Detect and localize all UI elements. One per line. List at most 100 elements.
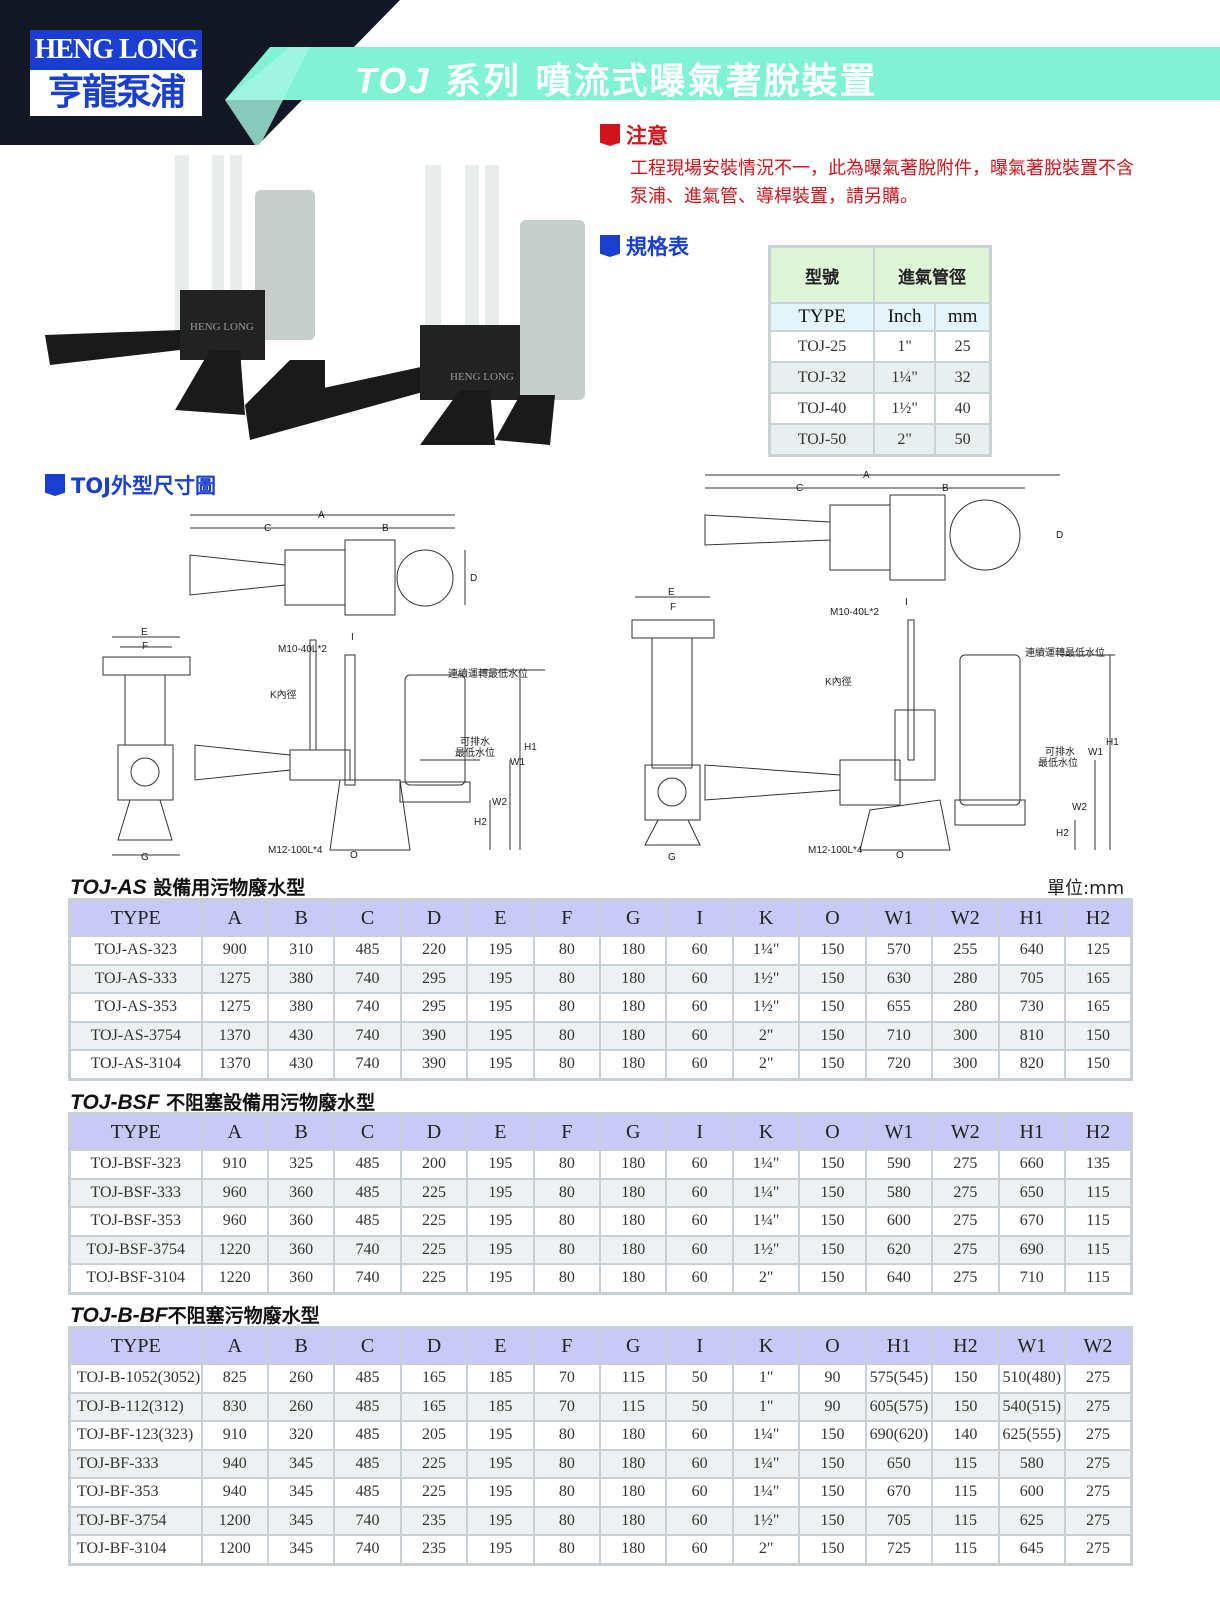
cell: 2": [872, 423, 937, 457]
value-cell: 180: [599, 1477, 668, 1508]
type-cell: TOJ-AS-323: [68, 935, 203, 966]
value-cell: 80: [532, 1448, 602, 1479]
column-header: H2: [1063, 898, 1133, 937]
value-cell: 195: [466, 1448, 535, 1479]
value-cell: 275: [1063, 1420, 1133, 1451]
value-cell: 60: [665, 1234, 734, 1265]
value-cell: 60: [665, 1505, 734, 1536]
value-cell: 580: [997, 1448, 1066, 1479]
value-cell: 485: [333, 1363, 402, 1394]
value-cell: 325: [266, 1149, 336, 1180]
value-cell: 150: [798, 1263, 867, 1294]
value-cell: 485: [333, 1448, 402, 1479]
title-text: 設備用污物廢水型: [146, 877, 306, 899]
value-cell: 2": [731, 1263, 801, 1294]
label-w2: W2: [1072, 802, 1087, 813]
value-cell: 280: [931, 992, 1000, 1023]
column-header: A: [200, 898, 269, 937]
type-cell: TOJ-AS-333: [68, 963, 203, 994]
value-cell: 225: [399, 1206, 469, 1237]
value-cell: 1370: [200, 1049, 269, 1080]
value-cell: 2": [731, 1020, 801, 1051]
label-bolt1: M10-40L*2: [278, 644, 327, 655]
value-cell: 1¼": [731, 1206, 801, 1237]
value-cell: 225: [399, 1448, 469, 1479]
label-h1: H1: [1106, 737, 1119, 748]
column-header: TYPE: [68, 898, 203, 937]
blue-flag-icon: [45, 474, 65, 496]
type-cell: TOJ-BSF-323: [68, 1149, 203, 1180]
column-header: B: [266, 1326, 336, 1365]
value-cell: 180: [599, 963, 668, 994]
cell: TOJ-40: [768, 392, 875, 425]
value-cell: 80: [532, 963, 602, 994]
label-h2: H2: [474, 817, 487, 828]
value-cell: 485: [333, 1177, 402, 1208]
value-cell: 150: [798, 963, 867, 994]
value-cell: 740: [333, 963, 402, 994]
type-cell: TOJ-BSF-333: [68, 1177, 203, 1208]
value-cell: 180: [599, 992, 668, 1023]
value-cell: 1¼": [731, 935, 801, 966]
label-water1: 連續運轉最低水位: [448, 667, 528, 680]
value-cell: 485: [333, 1391, 402, 1422]
column-header: I: [665, 1112, 734, 1151]
type-cell: TOJ-BSF-3754: [68, 1234, 203, 1265]
value-cell: 225: [399, 1263, 469, 1294]
value-cell: 380: [266, 963, 336, 994]
value-cell: 60: [665, 935, 734, 966]
value-cell: 275: [1063, 1448, 1133, 1479]
value-cell: 600: [864, 1206, 934, 1237]
type-cell: TOJ-AS-353: [68, 992, 203, 1023]
value-cell: 195: [466, 1049, 535, 1080]
value-cell: 195: [466, 1534, 535, 1565]
value-cell: 150: [931, 1363, 1000, 1394]
label-c: C: [796, 483, 803, 494]
value-cell: 180: [599, 1448, 668, 1479]
logo-english: HENG LONG: [30, 30, 202, 70]
value-cell: 275: [931, 1263, 1000, 1294]
value-cell: 345: [266, 1448, 336, 1479]
column-header: E: [466, 1112, 535, 1151]
value-cell: 195: [466, 1020, 535, 1051]
value-cell: 1200: [200, 1505, 269, 1536]
cell: 1": [872, 330, 937, 363]
value-cell: 620: [864, 1234, 934, 1265]
value-cell: 345: [266, 1534, 336, 1565]
label-f: F: [670, 602, 676, 613]
value-cell: 180: [599, 1049, 668, 1080]
label-k: K內徑: [825, 675, 852, 688]
label-water1: 連續運轉最低水位: [1025, 646, 1105, 659]
value-cell: 1200: [200, 1534, 269, 1565]
value-cell: 390: [399, 1020, 469, 1051]
label-c: C: [264, 523, 271, 534]
value-cell: 1¼": [731, 1448, 801, 1479]
value-cell: 625(555): [997, 1420, 1066, 1451]
value-cell: 80: [532, 935, 602, 966]
value-cell: 820: [997, 1049, 1066, 1080]
label-w2: W2: [492, 797, 507, 808]
value-cell: 195: [466, 1420, 535, 1451]
label-a: A: [863, 470, 870, 481]
value-cell: 60: [665, 992, 734, 1023]
column-header: K: [731, 1112, 801, 1151]
value-cell: 70: [532, 1391, 602, 1422]
value-cell: 705: [997, 963, 1066, 994]
label-b: B: [382, 523, 389, 534]
label-w1: W1: [510, 757, 525, 768]
notice-heading-text: 注意: [626, 124, 668, 148]
value-cell: 115: [1063, 1177, 1133, 1208]
unit-label: 單位:mm: [1047, 878, 1125, 899]
value-cell: 740: [333, 1234, 402, 1265]
value-cell: 1¼": [731, 1149, 801, 1180]
column-header: K: [731, 898, 801, 937]
value-cell: 180: [599, 935, 668, 966]
value-cell: 600: [997, 1477, 1066, 1508]
